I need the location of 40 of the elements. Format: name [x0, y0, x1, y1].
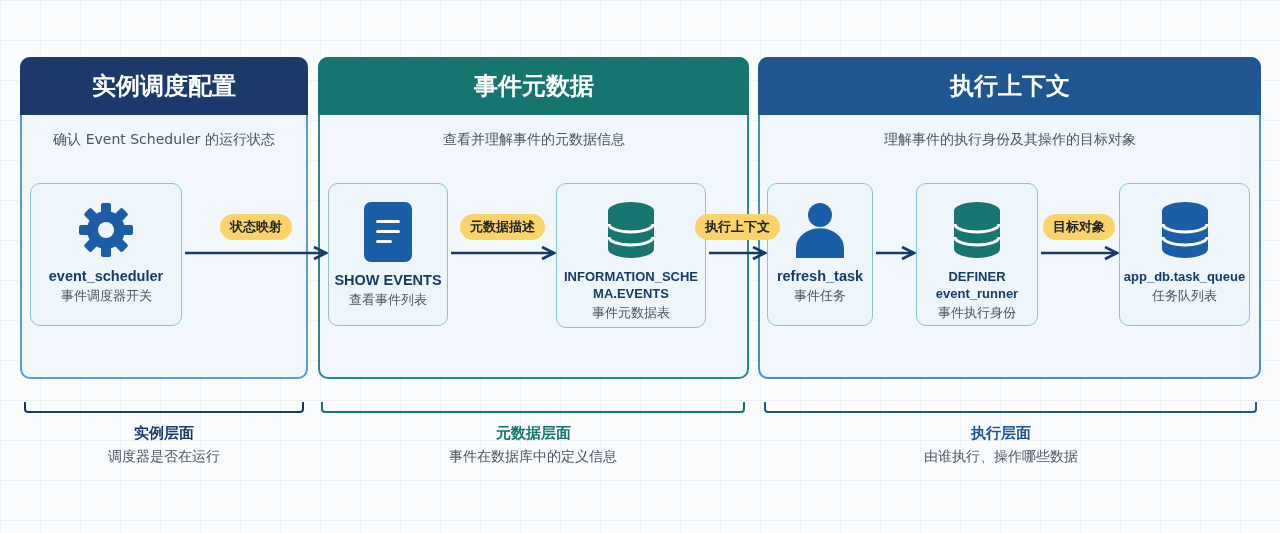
layer-description: 调度器是否在运行 [108, 448, 220, 466]
arrow [1041, 245, 1119, 261]
header-bar: 事件元数据 [318, 57, 749, 115]
node-subtitle: 任务队列表 [1152, 288, 1217, 305]
edge-label: 状态映射 [219, 214, 292, 240]
node-subtitle: 查看事件列表 [349, 292, 427, 309]
panel-subtitle: 理解事件的执行身份及其操作的目标对象 [883, 131, 1136, 149]
node-card [30, 183, 182, 326]
panel-subtitle: 确认 Event Scheduler 的运行状态 [53, 131, 275, 149]
header-bar: 实例调度配置 [20, 57, 308, 115]
edge-label: 元数据描述 [460, 214, 545, 240]
node-card [1119, 183, 1250, 326]
edge-label: 目标对象 [1043, 214, 1115, 240]
edge-label: 执行上下文 [694, 214, 780, 240]
node-subtitle: 事件执行身份 [938, 305, 1016, 322]
node-subtitle: 事件调度器开关 [60, 288, 152, 305]
layer-heading: 实例层面 [134, 424, 194, 443]
layer-description: 由谁执行、操作哪些数据 [924, 448, 1078, 466]
node-title: INFORMATION_SCHEMA.EVENTS [562, 268, 700, 302]
arrow [451, 245, 556, 261]
layer-description: 事件在数据库中的定义信息 [449, 448, 617, 466]
node-title: DEFINER event_runner [934, 268, 1020, 302]
arrow [185, 245, 328, 261]
panel [758, 57, 1261, 379]
header-bar: 执行上下文 [758, 57, 1261, 115]
node-card [916, 183, 1038, 326]
node-title: event_scheduler [48, 268, 164, 285]
node-subtitle: 事件任务 [794, 288, 846, 305]
arrow [709, 245, 767, 261]
node-subtitle: 事件元数据表 [592, 305, 670, 322]
node-title: app_db.task_queue [1123, 268, 1246, 285]
layer-heading: 执行层面 [971, 424, 1031, 443]
arrow [876, 245, 916, 261]
panel [20, 57, 308, 379]
node-title: refresh_task [776, 268, 864, 285]
layer-heading: 元数据层面 [495, 424, 571, 443]
panel-subtitle: 查看并理解事件的元数据信息 [442, 131, 625, 149]
node-card [556, 183, 706, 328]
node-title: SHOW EVENTS [334, 272, 442, 289]
node-card [328, 183, 448, 326]
